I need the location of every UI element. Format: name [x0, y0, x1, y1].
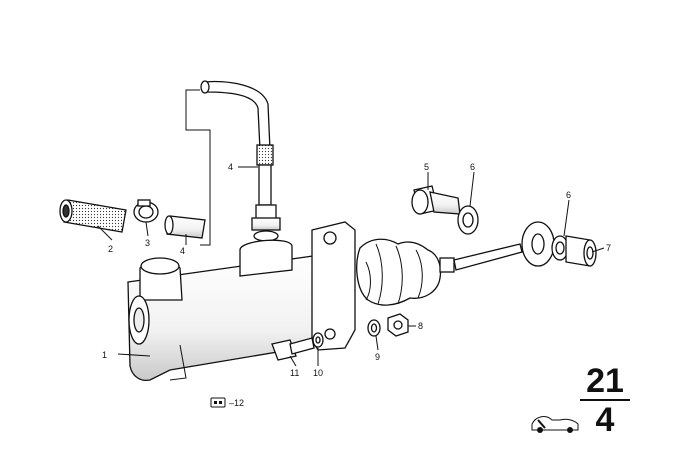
bent-hose — [200, 80, 274, 206]
nut — [387, 313, 409, 337]
label-part-11: 11 — [290, 368, 299, 378]
bolt — [271, 337, 315, 361]
label-part-12: –12 — [229, 398, 244, 408]
label-part-8: 8 — [418, 321, 423, 331]
pivot-bush — [565, 235, 597, 267]
group-number: 21 4 — [580, 363, 630, 439]
label-part-1: 1 — [102, 350, 107, 360]
label-part-5: 5 — [424, 162, 429, 172]
bushing — [411, 185, 461, 215]
label-part-9: 9 — [375, 352, 380, 362]
car-silhouette-icon — [531, 416, 579, 433]
label-part-2: 2 — [108, 244, 113, 254]
hose-clamp — [133, 199, 159, 223]
master-cylinder-body — [127, 221, 356, 382]
group-main-number: 21 — [580, 363, 630, 401]
label-part-6-right: 6 — [566, 190, 571, 200]
group-sub-number: 4 — [595, 401, 615, 439]
label-part-3: 3 — [145, 238, 150, 248]
part-12-symbol — [210, 397, 226, 408]
label-part-4-lower: 4 — [180, 246, 185, 256]
reservoir-hose — [59, 199, 127, 233]
push-rod — [439, 221, 555, 273]
pipe-group-bracket — [185, 89, 211, 246]
dust-boot — [356, 238, 442, 306]
label-part-7: 7 — [606, 243, 611, 253]
label-part-4-upper: 4 — [228, 162, 233, 172]
short-hose — [164, 215, 206, 239]
washer-upper — [457, 205, 479, 235]
leader-lines — [97, 166, 605, 367]
label-part-10: 10 — [313, 368, 323, 378]
washer-small — [312, 332, 324, 348]
label-part-6-upper: 6 — [470, 162, 475, 172]
inlet-fitting — [251, 204, 281, 242]
spring-washer — [367, 319, 381, 337]
